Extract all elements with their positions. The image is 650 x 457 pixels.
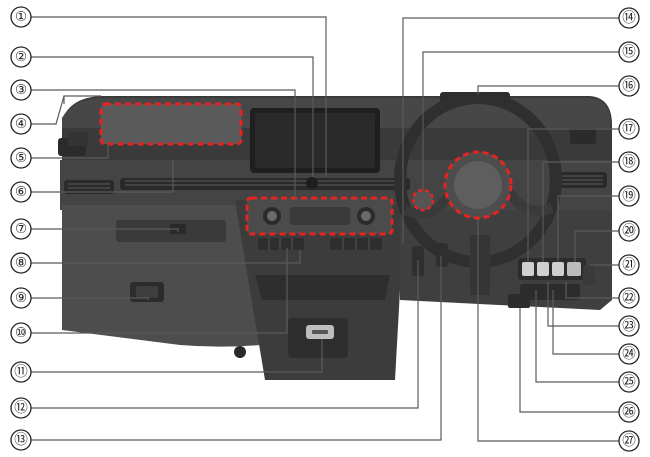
callout-25: ㉕ xyxy=(618,371,640,393)
callout-23-label: ㉓ xyxy=(622,318,636,334)
callout-21: ㉑ xyxy=(618,254,640,276)
callout-4-label: ④ xyxy=(15,116,27,132)
callout-14-label: ⑭ xyxy=(622,10,636,26)
callout-25-label: ㉕ xyxy=(622,374,636,390)
callout-16: ⑯ xyxy=(618,75,640,97)
center-vent xyxy=(120,178,410,190)
callout-11-label: ⑪ xyxy=(14,364,28,380)
callout-11: ⑪ xyxy=(10,361,32,383)
callout-15: ⑮ xyxy=(618,41,640,63)
switch-row xyxy=(258,238,382,250)
callout-7-label: ⑦ xyxy=(15,221,27,237)
callout-9: ⑨ xyxy=(10,287,32,309)
callout-15-label: ⑮ xyxy=(622,44,636,60)
callout-5: ⑤ xyxy=(10,147,32,169)
callout-5-label: ⑤ xyxy=(15,150,27,166)
callout-19: ⑲ xyxy=(618,185,640,207)
callout-16-label: ⑯ xyxy=(622,78,636,94)
climate-control-panel xyxy=(245,196,394,236)
glovebox-handle xyxy=(130,282,164,302)
callout-24-label: ㉔ xyxy=(622,346,636,362)
callout-7: ⑦ xyxy=(10,218,32,240)
callout-26: ㉖ xyxy=(618,401,640,423)
callout-3-label: ③ xyxy=(15,82,27,98)
center-display xyxy=(250,108,380,173)
callout-22: ㉒ xyxy=(618,287,640,309)
callout-8: ⑧ xyxy=(10,252,32,274)
callout-12-label: ⑫ xyxy=(14,400,28,416)
column-stalk-lower xyxy=(436,243,448,267)
callout-18: ⑱ xyxy=(618,151,640,173)
callout-17: ⑰ xyxy=(618,118,640,140)
callout-13-label: ⑬ xyxy=(14,432,28,448)
callout-8-label: ⑧ xyxy=(15,255,27,271)
accessory-socket xyxy=(234,346,246,358)
callout-14: ⑭ xyxy=(618,7,640,29)
callout-4: ④ xyxy=(10,113,32,135)
callout-1: ① xyxy=(10,6,32,28)
left-wheel-control-highlight xyxy=(411,188,435,212)
right-switch-cluster xyxy=(508,258,595,308)
callout-13: ⑬ xyxy=(10,429,32,451)
callout-3: ③ xyxy=(10,79,32,101)
callout-21-label: ㉑ xyxy=(622,257,636,273)
callout-23: ㉓ xyxy=(618,315,640,337)
callout-19-label: ⑲ xyxy=(622,188,636,204)
head-up-display-highlight xyxy=(99,102,243,146)
callout-1-label: ① xyxy=(15,9,27,25)
callout-26-label: ㉖ xyxy=(622,404,636,420)
callout-24: ㉔ xyxy=(618,343,640,365)
callout-6: ⑥ xyxy=(10,181,32,203)
callout-20-label: ⑳ xyxy=(622,223,636,239)
callout-10-label: ⑩ xyxy=(15,325,27,341)
callout-27-label: ㉗ xyxy=(622,433,636,449)
right-side-switch xyxy=(570,128,596,144)
callout-18-label: ⑱ xyxy=(622,154,636,170)
callout-27: ㉗ xyxy=(618,430,640,452)
center-sensor xyxy=(306,177,318,189)
left-side-mirror-switch xyxy=(58,132,88,156)
callout-17-label: ⑰ xyxy=(622,121,636,137)
callout-20: ⑳ xyxy=(618,220,640,242)
right-side-vent xyxy=(555,172,607,188)
power-outlet xyxy=(288,318,348,358)
callout-22-label: ㉒ xyxy=(622,290,636,306)
steering-hub xyxy=(454,161,502,209)
callout-10: ⑩ xyxy=(10,322,32,344)
leader-lines xyxy=(31,16,619,442)
callout-2: ② xyxy=(10,46,32,68)
callout-9-label: ⑨ xyxy=(15,290,27,306)
callout-6-label: ⑥ xyxy=(15,184,27,200)
callout-12: ⑫ xyxy=(10,397,32,419)
callout-2-label: ② xyxy=(15,49,27,65)
